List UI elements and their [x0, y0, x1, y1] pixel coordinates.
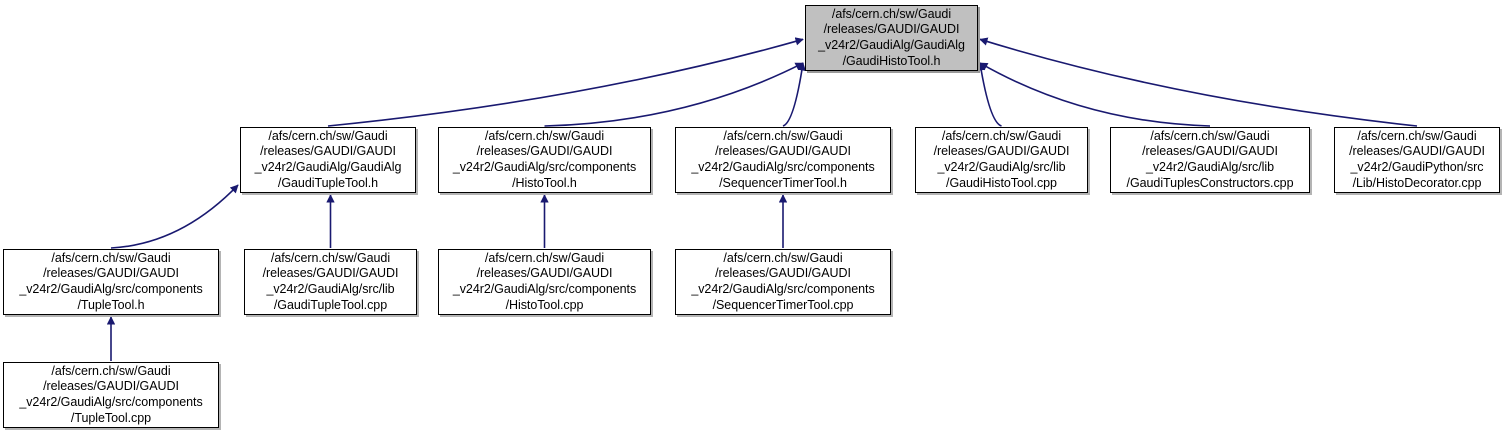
graph-node-label: /afs/cern.ch/sw/Gaudi /releases/GAUDI/GA… [1126, 128, 1294, 190]
graph-node-label: /afs/cern.ch/sw/Gaudi /releases/GAUDI/GA… [691, 128, 875, 190]
graph-node-sequencertimertool_h[interactable]: /afs/cern.ch/sw/Gaudi /releases/GAUDI/GA… [675, 127, 891, 193]
graph-edge-gauditupletool_h-to-gaudihistotool_h [327, 37, 804, 127]
graph-node-gauditupletool_cpp[interactable]: /afs/cern.ch/sw/Gaudi /releases/GAUDI/GA… [244, 249, 417, 315]
graph-edge-gaudihistotool_cpp-to-gaudihistotool_h [977, 62, 1002, 127]
graph-edge-gaudituplesconstructors_cpp-to-gaudihistotool_h [979, 62, 1211, 127]
graph-edge-histotool_h-to-gaudihistotool_h [544, 62, 804, 127]
graph-node-gaudihistotool_cpp[interactable]: /afs/cern.ch/sw/Gaudi /releases/GAUDI/GA… [915, 127, 1088, 193]
graph-node-sequencertimertool_cpp[interactable]: /afs/cern.ch/sw/Gaudi /releases/GAUDI/GA… [675, 249, 891, 315]
graph-node-tupletool_cpp[interactable]: /afs/cern.ch/sw/Gaudi /releases/GAUDI/GA… [3, 362, 219, 428]
graph-node-label: /afs/cern.ch/sw/Gaudi /releases/GAUDI/GA… [691, 250, 875, 312]
graph-node-label: /afs/cern.ch/sw/Gaudi /releases/GAUDI/GA… [19, 363, 203, 425]
graph-node-label: /afs/cern.ch/sw/Gaudi /releases/GAUDI/GA… [254, 128, 402, 190]
graph-node-label: /afs/cern.ch/sw/Gaudi /releases/GAUDI/GA… [262, 250, 399, 312]
graph-edge-histodecorator_cpp-to-gaudihistotool_h [979, 37, 1418, 127]
graph-node-gaudihistotool_h[interactable]: /afs/cern.ch/sw/Gaudi /releases/GAUDI/GA… [805, 5, 978, 71]
graph-node-tupletool_h[interactable]: /afs/cern.ch/sw/Gaudi /releases/GAUDI/GA… [3, 249, 219, 315]
graph-node-label: /afs/cern.ch/sw/Gaudi /releases/GAUDI/GA… [1349, 128, 1485, 190]
graph-node-histodecorator_cpp[interactable]: /afs/cern.ch/sw/Gaudi /releases/GAUDI/GA… [1334, 127, 1500, 193]
graph-edge-tupletool_h-to-gauditupletool_h [110, 184, 239, 249]
graph-node-label: /afs/cern.ch/sw/Gaudi /releases/GAUDI/GA… [452, 128, 637, 190]
graph-node-label: /afs/cern.ch/sw/Gaudi /releases/GAUDI/GA… [452, 250, 637, 312]
graph-node-histotool_cpp[interactable]: /afs/cern.ch/sw/Gaudi /releases/GAUDI/GA… [438, 249, 651, 315]
graph-node-label: /afs/cern.ch/sw/Gaudi /releases/GAUDI/GA… [933, 128, 1070, 190]
graph-edge-sequencertimertool_h-to-gaudihistotool_h [782, 62, 806, 127]
graph-node-label: /afs/cern.ch/sw/Gaudi /releases/GAUDI/GA… [19, 250, 203, 312]
graph-node-label: /afs/cern.ch/sw/Gaudi /releases/GAUDI/GA… [818, 6, 965, 68]
graph-node-histotool_h[interactable]: /afs/cern.ch/sw/Gaudi /releases/GAUDI/GA… [438, 127, 651, 193]
graph-node-gauditupletool_h[interactable]: /afs/cern.ch/sw/Gaudi /releases/GAUDI/GA… [240, 127, 416, 193]
graph-node-gaudituplesconstructors_cpp[interactable]: /afs/cern.ch/sw/Gaudi /releases/GAUDI/GA… [1110, 127, 1310, 193]
